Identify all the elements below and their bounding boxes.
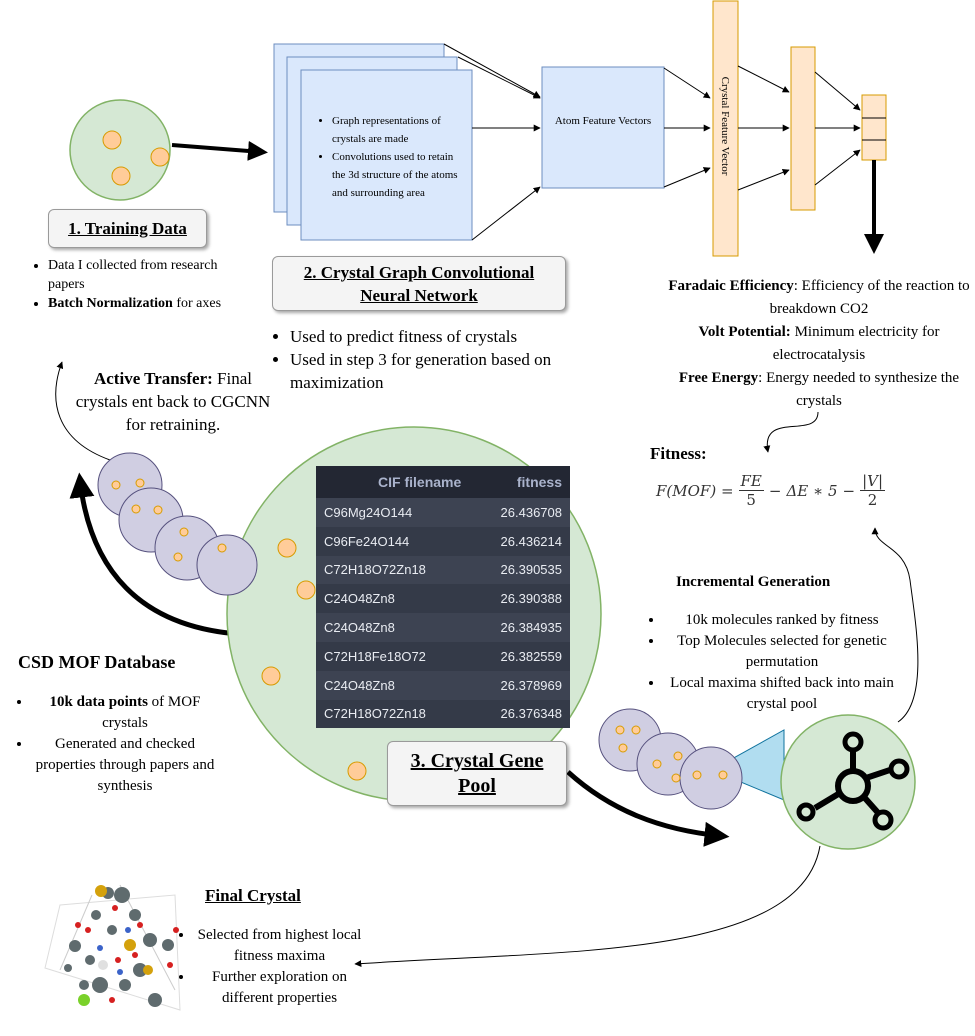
connector-lines-docs-to-atom	[443, 43, 541, 241]
cell-filename: C24O48Zn8	[316, 670, 470, 700]
arrow-properties-to-fitness	[763, 411, 819, 453]
network-hub-icon	[796, 731, 910, 831]
final-bullet-1: Selected from highest local fitness maxi…	[194, 925, 365, 967]
cell-filename: C96Fe24O144	[316, 526, 470, 556]
doc-bullet-2: Convolutions used to retain the 3d struc…	[332, 148, 466, 202]
property-free-energy: Free Energy: Energy needed to synthesize…	[678, 370, 960, 409]
cell-filename: C24O48Zn8	[316, 584, 470, 614]
cgcnn-document-stack	[273, 43, 473, 241]
incremental-bullet-2: Top Molecules selected for genetic permu…	[664, 631, 900, 673]
cgcnn-title: 2. Crystal Graph Convolutional Neural Ne…	[272, 256, 566, 311]
table-header-row: CIF filename fitness	[316, 466, 570, 498]
incremental-bullets: 10k molecules ranked by fitness Top Mole…	[650, 610, 900, 715]
cell-fitness: 26.436708	[469, 498, 570, 527]
arrow-active-transfer	[55, 361, 111, 461]
training-data-title: 1. Training Data	[48, 209, 207, 248]
hidden-layer-box	[790, 46, 816, 211]
cell-fitness: 26.382559	[469, 641, 570, 671]
column-header-fitness: fitness	[469, 466, 570, 498]
connector-lines-atom-to-crystal	[663, 67, 711, 188]
lavender-crystal-chain-right	[598, 708, 743, 810]
cell-filename: C72H18Fe18O72	[316, 641, 470, 671]
incremental-title: Incremental Generation	[676, 574, 831, 590]
final-crystal-bullets: Selected from highest local fitness maxi…	[180, 925, 365, 1009]
training-bullet-2: Batch Normalization for axes	[48, 294, 240, 313]
cell-fitness: 26.384935	[469, 613, 570, 642]
incremental-bullet-3: Local maxima shifted back into main crys…	[664, 673, 900, 715]
cell-fitness: 26.378969	[469, 670, 570, 700]
active-transfer-text: Active Transfer: Final crystals ent back…	[75, 369, 271, 434]
lavender-left-particles	[111, 478, 227, 562]
property-volt: Volt Potential: Minimum electricity for …	[698, 324, 940, 363]
doc-bullet-1: Graph representations of crystals are ma…	[332, 112, 466, 148]
cgcnn-title-line1: 2. Crystal Graph Convolutional	[303, 262, 535, 282]
fitness-formula: F(MOF) = FE 5 − ΔE ∗ 5 − |V| 2	[656, 472, 886, 509]
cgcnn-doc-text: Graph representations of crystals are ma…	[316, 112, 466, 202]
lavender-right-particles	[615, 725, 728, 783]
final-crystal-molecule-image	[44, 884, 181, 1011]
csd-bullets: 10k data points of MOF crystals Generate…	[18, 692, 218, 797]
arrow-generation-to-fitness	[871, 527, 919, 723]
cell-filename: C72H18O72Zn18	[316, 555, 470, 585]
pool-particles	[261, 538, 367, 781]
formula-term-fe: FE 5	[738, 472, 764, 509]
crystal-feature-label: Crystal Feature Vector	[719, 76, 731, 176]
arrow-generation-to-final	[354, 845, 821, 968]
lavender-crystal-chain-left	[97, 452, 258, 596]
training-data-circle	[69, 99, 171, 201]
cell-fitness: 26.436214	[469, 526, 570, 556]
gene-pool-title-line2: Pool	[458, 774, 496, 797]
final-crystal-title: Final Crystal	[205, 886, 301, 905]
cell-filename: C72H18O72Zn18	[316, 699, 470, 729]
connector-lines-crystal-to-hidden	[737, 65, 790, 191]
cell-filename: C96Mg24O144	[316, 498, 470, 527]
gene-pool-title-line1: 3. Crystal Gene	[410, 749, 544, 772]
connector-lines-hidden-to-output	[814, 71, 861, 186]
atom-feature-vectors-box	[541, 66, 665, 189]
csd-bullet-1: 10k data points of MOF crystals	[32, 692, 218, 734]
formula-term-volt: |V| 2	[860, 472, 886, 509]
atom-feature-label: Atom Feature Vectors	[554, 115, 652, 127]
output-vector-box	[861, 94, 887, 161]
cell-filename: C24O48Zn8	[316, 613, 470, 642]
cgcnn-use-2: Used in step 3 for generation based on m…	[290, 348, 592, 394]
arrow-training-to-cgcnn	[171, 140, 268, 161]
final-bullet-2: Further exploration on different propert…	[194, 967, 365, 1009]
fitness-label: Fitness:	[650, 444, 707, 463]
cell-fitness: 26.390535	[469, 555, 570, 585]
gene-pool-title: 3. Crystal Gene Pool	[387, 741, 567, 806]
csd-title: CSD MOF Database	[18, 652, 176, 672]
property-faradaic: Faradaic Efficiency: Efficiency of the r…	[668, 278, 970, 317]
csd-bullet-2: Generated and checked properties through…	[32, 734, 218, 797]
formula-lhs: F(MOF) =	[656, 481, 734, 500]
cgcnn-uses: Used to predict fitness of crystals Used…	[272, 325, 592, 394]
fitness-properties: Faradaic Efficiency: Efficiency of the r…	[664, 275, 974, 413]
column-header-cif: CIF filename	[316, 466, 470, 498]
arrow-pool-to-generation	[566, 770, 730, 847]
cell-fitness: 26.376348	[469, 699, 570, 729]
incremental-bullet-1: 10k molecules ranked by fitness	[664, 610, 900, 631]
training-data-bullets: Data I collected from research papers Ba…	[30, 256, 240, 313]
cgcnn-use-1: Used to predict fitness of crystals	[290, 325, 592, 348]
cell-fitness: 26.390388	[469, 584, 570, 614]
arrow-csd-up	[69, 472, 239, 637]
formula-term-energy: ΔE ∗ 5	[786, 481, 838, 500]
cgcnn-title-line2: Neural Network	[360, 285, 478, 305]
training-bullet-1: Data I collected from research papers	[48, 256, 240, 294]
